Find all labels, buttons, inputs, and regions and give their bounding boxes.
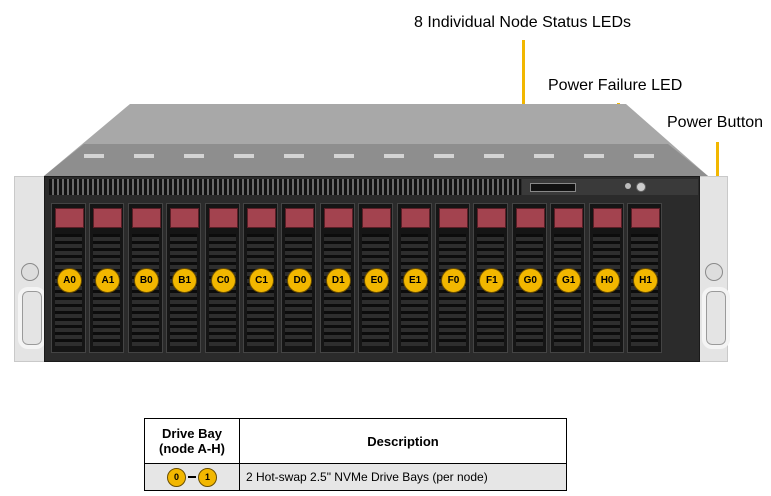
drive-release-latch[interactable] bbox=[515, 208, 545, 228]
bay-badge: E1 bbox=[402, 268, 428, 293]
power-failure-led bbox=[625, 183, 631, 189]
bay-badge: A1 bbox=[95, 268, 121, 293]
left-handle[interactable] bbox=[18, 287, 46, 349]
drive-release-latch[interactable] bbox=[477, 208, 507, 228]
drive-release-latch[interactable] bbox=[362, 208, 392, 228]
drive-bay-e0[interactable]: E0 bbox=[358, 203, 394, 353]
drive-release-latch[interactable] bbox=[439, 208, 468, 228]
control-panel bbox=[522, 179, 698, 195]
chassis-top-panel bbox=[44, 104, 708, 176]
drive-release-latch[interactable] bbox=[554, 208, 584, 228]
drive-bay-e1[interactable]: E1 bbox=[396, 203, 432, 353]
thumb-screw-icon[interactable] bbox=[705, 263, 723, 281]
drive-bay-c0[interactable]: C0 bbox=[204, 203, 240, 353]
legend-row: 0 1 2 Hot-swap 2.5" NVMe Drive Bays (per… bbox=[144, 463, 567, 491]
bay-badge: F1 bbox=[479, 268, 505, 293]
right-rack-ear bbox=[698, 176, 730, 362]
power-button[interactable] bbox=[636, 182, 646, 192]
drive-release-latch[interactable] bbox=[631, 208, 660, 228]
left-rack-ear bbox=[14, 176, 46, 362]
drive-bay-f1[interactable]: F1 bbox=[473, 203, 509, 353]
server-front-panel: A0 A1 B0 B1 C0 C1 D0 D1 E0 E1 F0 F1 G0 G1 H0 H1 bbox=[44, 176, 700, 362]
drive-bay-g0[interactable]: G0 bbox=[511, 203, 547, 353]
drive-release-latch[interactable] bbox=[400, 208, 430, 228]
drive-release-latch[interactable] bbox=[170, 208, 200, 228]
drive-bay-c1[interactable]: C1 bbox=[243, 203, 278, 353]
bay-badge: H0 bbox=[594, 268, 620, 293]
legend-badge-cell: 0 1 bbox=[144, 463, 240, 491]
bay-badge: E0 bbox=[364, 268, 390, 293]
bay-badge: C1 bbox=[249, 268, 274, 293]
bay-badge: B0 bbox=[133, 268, 159, 293]
range-dash bbox=[188, 476, 196, 478]
legend-description: 2 Hot-swap 2.5" NVMe Drive Bays (per nod… bbox=[239, 463, 567, 491]
legend-header-description: Description bbox=[239, 418, 567, 464]
power-button-leader-line bbox=[716, 142, 719, 184]
bay-badge: G0 bbox=[517, 268, 543, 293]
drive-bay-b1[interactable]: B1 bbox=[166, 203, 202, 353]
drive-release-latch[interactable] bbox=[208, 208, 238, 228]
drive-bay-f0[interactable]: F0 bbox=[435, 203, 470, 353]
bay-badge: D0 bbox=[287, 268, 313, 293]
bay-badge-end: 1 bbox=[198, 467, 217, 487]
drive-release-latch[interactable] bbox=[247, 208, 276, 228]
drive-bay-h1[interactable]: H1 bbox=[627, 203, 662, 353]
right-handle[interactable] bbox=[702, 287, 730, 349]
node-status-leds-label: 8 Individual Node Status LEDs bbox=[414, 14, 632, 31]
legend-header-drive-bay: Drive Bay (node A-H) bbox=[144, 418, 240, 464]
drive-bay-g1[interactable]: G1 bbox=[550, 203, 586, 353]
drive-release-latch[interactable] bbox=[285, 208, 315, 228]
drive-release-latch[interactable] bbox=[55, 208, 84, 228]
legend-header-row: Drive Bay (node A-H) Description bbox=[144, 418, 567, 464]
drive-release-latch[interactable] bbox=[93, 208, 123, 228]
bay-badge: A0 bbox=[57, 268, 82, 293]
power-button-label: Power Button bbox=[667, 114, 764, 131]
power-failure-led-label: Power Failure LED bbox=[548, 77, 683, 94]
drive-release-latch[interactable] bbox=[131, 208, 161, 228]
drive-release-latch[interactable] bbox=[592, 208, 622, 228]
bay-badge: H1 bbox=[633, 268, 658, 293]
drive-bay-h0[interactable]: H0 bbox=[588, 203, 624, 353]
node-status-leds bbox=[530, 183, 576, 192]
drive-release-latch[interactable] bbox=[323, 208, 353, 228]
drive-bay-b0[interactable]: B0 bbox=[127, 203, 163, 353]
legend-table: Drive Bay (node A-H) Description 0 1 2 H… bbox=[144, 418, 567, 491]
drive-bay-a1[interactable]: A1 bbox=[89, 203, 125, 353]
front-vent bbox=[49, 179, 521, 195]
bay-badge: B1 bbox=[172, 268, 198, 293]
bay-badge: F0 bbox=[441, 268, 466, 293]
thumb-screw-icon[interactable] bbox=[21, 263, 39, 281]
bay-badge: C0 bbox=[210, 268, 236, 293]
bay-badge: D1 bbox=[325, 268, 351, 293]
bay-badge: G1 bbox=[556, 268, 582, 293]
drive-bay-d1[interactable]: D1 bbox=[319, 203, 355, 353]
bay-badge-start: 0 bbox=[167, 467, 186, 487]
drive-bay-d0[interactable]: D0 bbox=[281, 203, 317, 353]
drive-bay-a0[interactable]: A0 bbox=[51, 203, 86, 353]
